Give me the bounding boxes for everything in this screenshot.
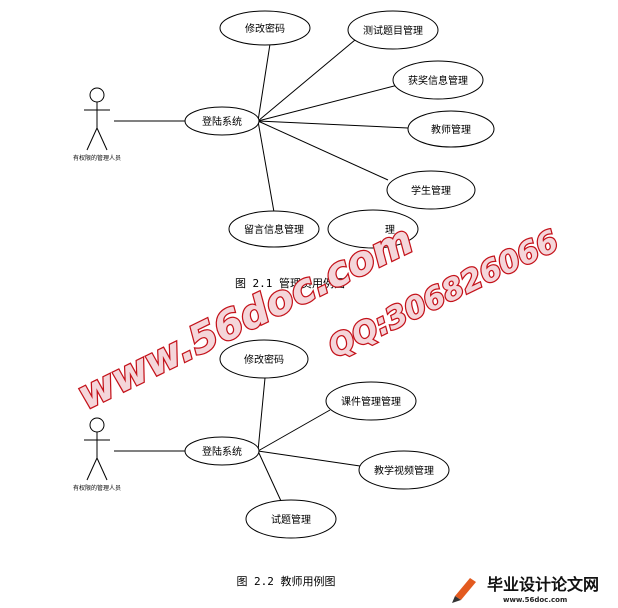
actor-stick-figure-icon bbox=[84, 417, 110, 481]
use-case-test-questions bbox=[347, 10, 439, 50]
association-line bbox=[257, 120, 275, 213]
use-case-label: 理 bbox=[385, 224, 395, 236]
use-case-award-info bbox=[392, 60, 484, 100]
use-case-label: 留言信息管理 bbox=[244, 223, 304, 236]
site-logo: 毕业设计论文网 www.56doc.com bbox=[452, 575, 599, 604]
use-case-partial bbox=[327, 209, 419, 249]
use-case-label: 学生管理 bbox=[411, 184, 451, 197]
pencil-logo-icon bbox=[452, 578, 476, 603]
association-line bbox=[257, 39, 356, 122]
association-line bbox=[257, 120, 389, 181]
association-line bbox=[257, 450, 361, 467]
use-case-login-label: 登陆系统 bbox=[202, 445, 242, 458]
association-line bbox=[257, 377, 266, 452]
use-case-label: 获奖信息管理 bbox=[408, 74, 468, 87]
use-case-message-management bbox=[228, 210, 320, 248]
use-case-login bbox=[184, 106, 260, 136]
diagram-1: 有权限的管理人员 登陆系统 修改密码 测试题目管理 获奖信息管理 教师管理 理 … bbox=[73, 10, 495, 290]
use-case-login bbox=[184, 436, 260, 466]
use-case-label: 课件管理管理 bbox=[341, 395, 401, 408]
use-case-courseware bbox=[325, 381, 417, 421]
actor-label: 有权限的管理人员 bbox=[73, 484, 121, 492]
diagram-2: 有权限的管理人员 登陆系统 修改密码 课件管理管理 教学视频管理 试题管理 图 … bbox=[73, 339, 450, 588]
diagram-1-caption: 图 2.1 管理员用例图 bbox=[235, 276, 345, 290]
use-case-teaching-video bbox=[358, 450, 450, 490]
association-line bbox=[257, 43, 271, 122]
logo-name: 毕业设计论文网 bbox=[487, 575, 599, 594]
use-case-label: 修改密码 bbox=[245, 22, 285, 35]
use-case-test-questions bbox=[245, 499, 337, 539]
use-case-login-label: 登陆系统 bbox=[202, 115, 242, 128]
use-case-student-management bbox=[386, 170, 476, 210]
logo-url: www.56doc.com bbox=[503, 596, 567, 604]
use-case-change-password bbox=[219, 339, 309, 379]
actor-label: 有权限的管理人员 bbox=[73, 154, 121, 162]
diagram-2-caption: 图 2.2 教师用例图 bbox=[236, 574, 335, 588]
association-line bbox=[257, 120, 409, 129]
use-case-label: 试题管理 bbox=[271, 513, 311, 526]
use-case-label: 修改密码 bbox=[244, 353, 284, 366]
use-case-label: 教学视频管理 bbox=[374, 464, 434, 477]
use-case-label: 教师管理 bbox=[431, 123, 471, 136]
use-case-change-password bbox=[219, 10, 311, 46]
use-case-teacher-management bbox=[407, 110, 495, 148]
association-line bbox=[257, 84, 399, 122]
association-line bbox=[257, 409, 331, 452]
actor-stick-figure-icon bbox=[84, 87, 110, 151]
use-case-label: 测试题目管理 bbox=[363, 24, 423, 37]
association-line bbox=[257, 450, 282, 502]
